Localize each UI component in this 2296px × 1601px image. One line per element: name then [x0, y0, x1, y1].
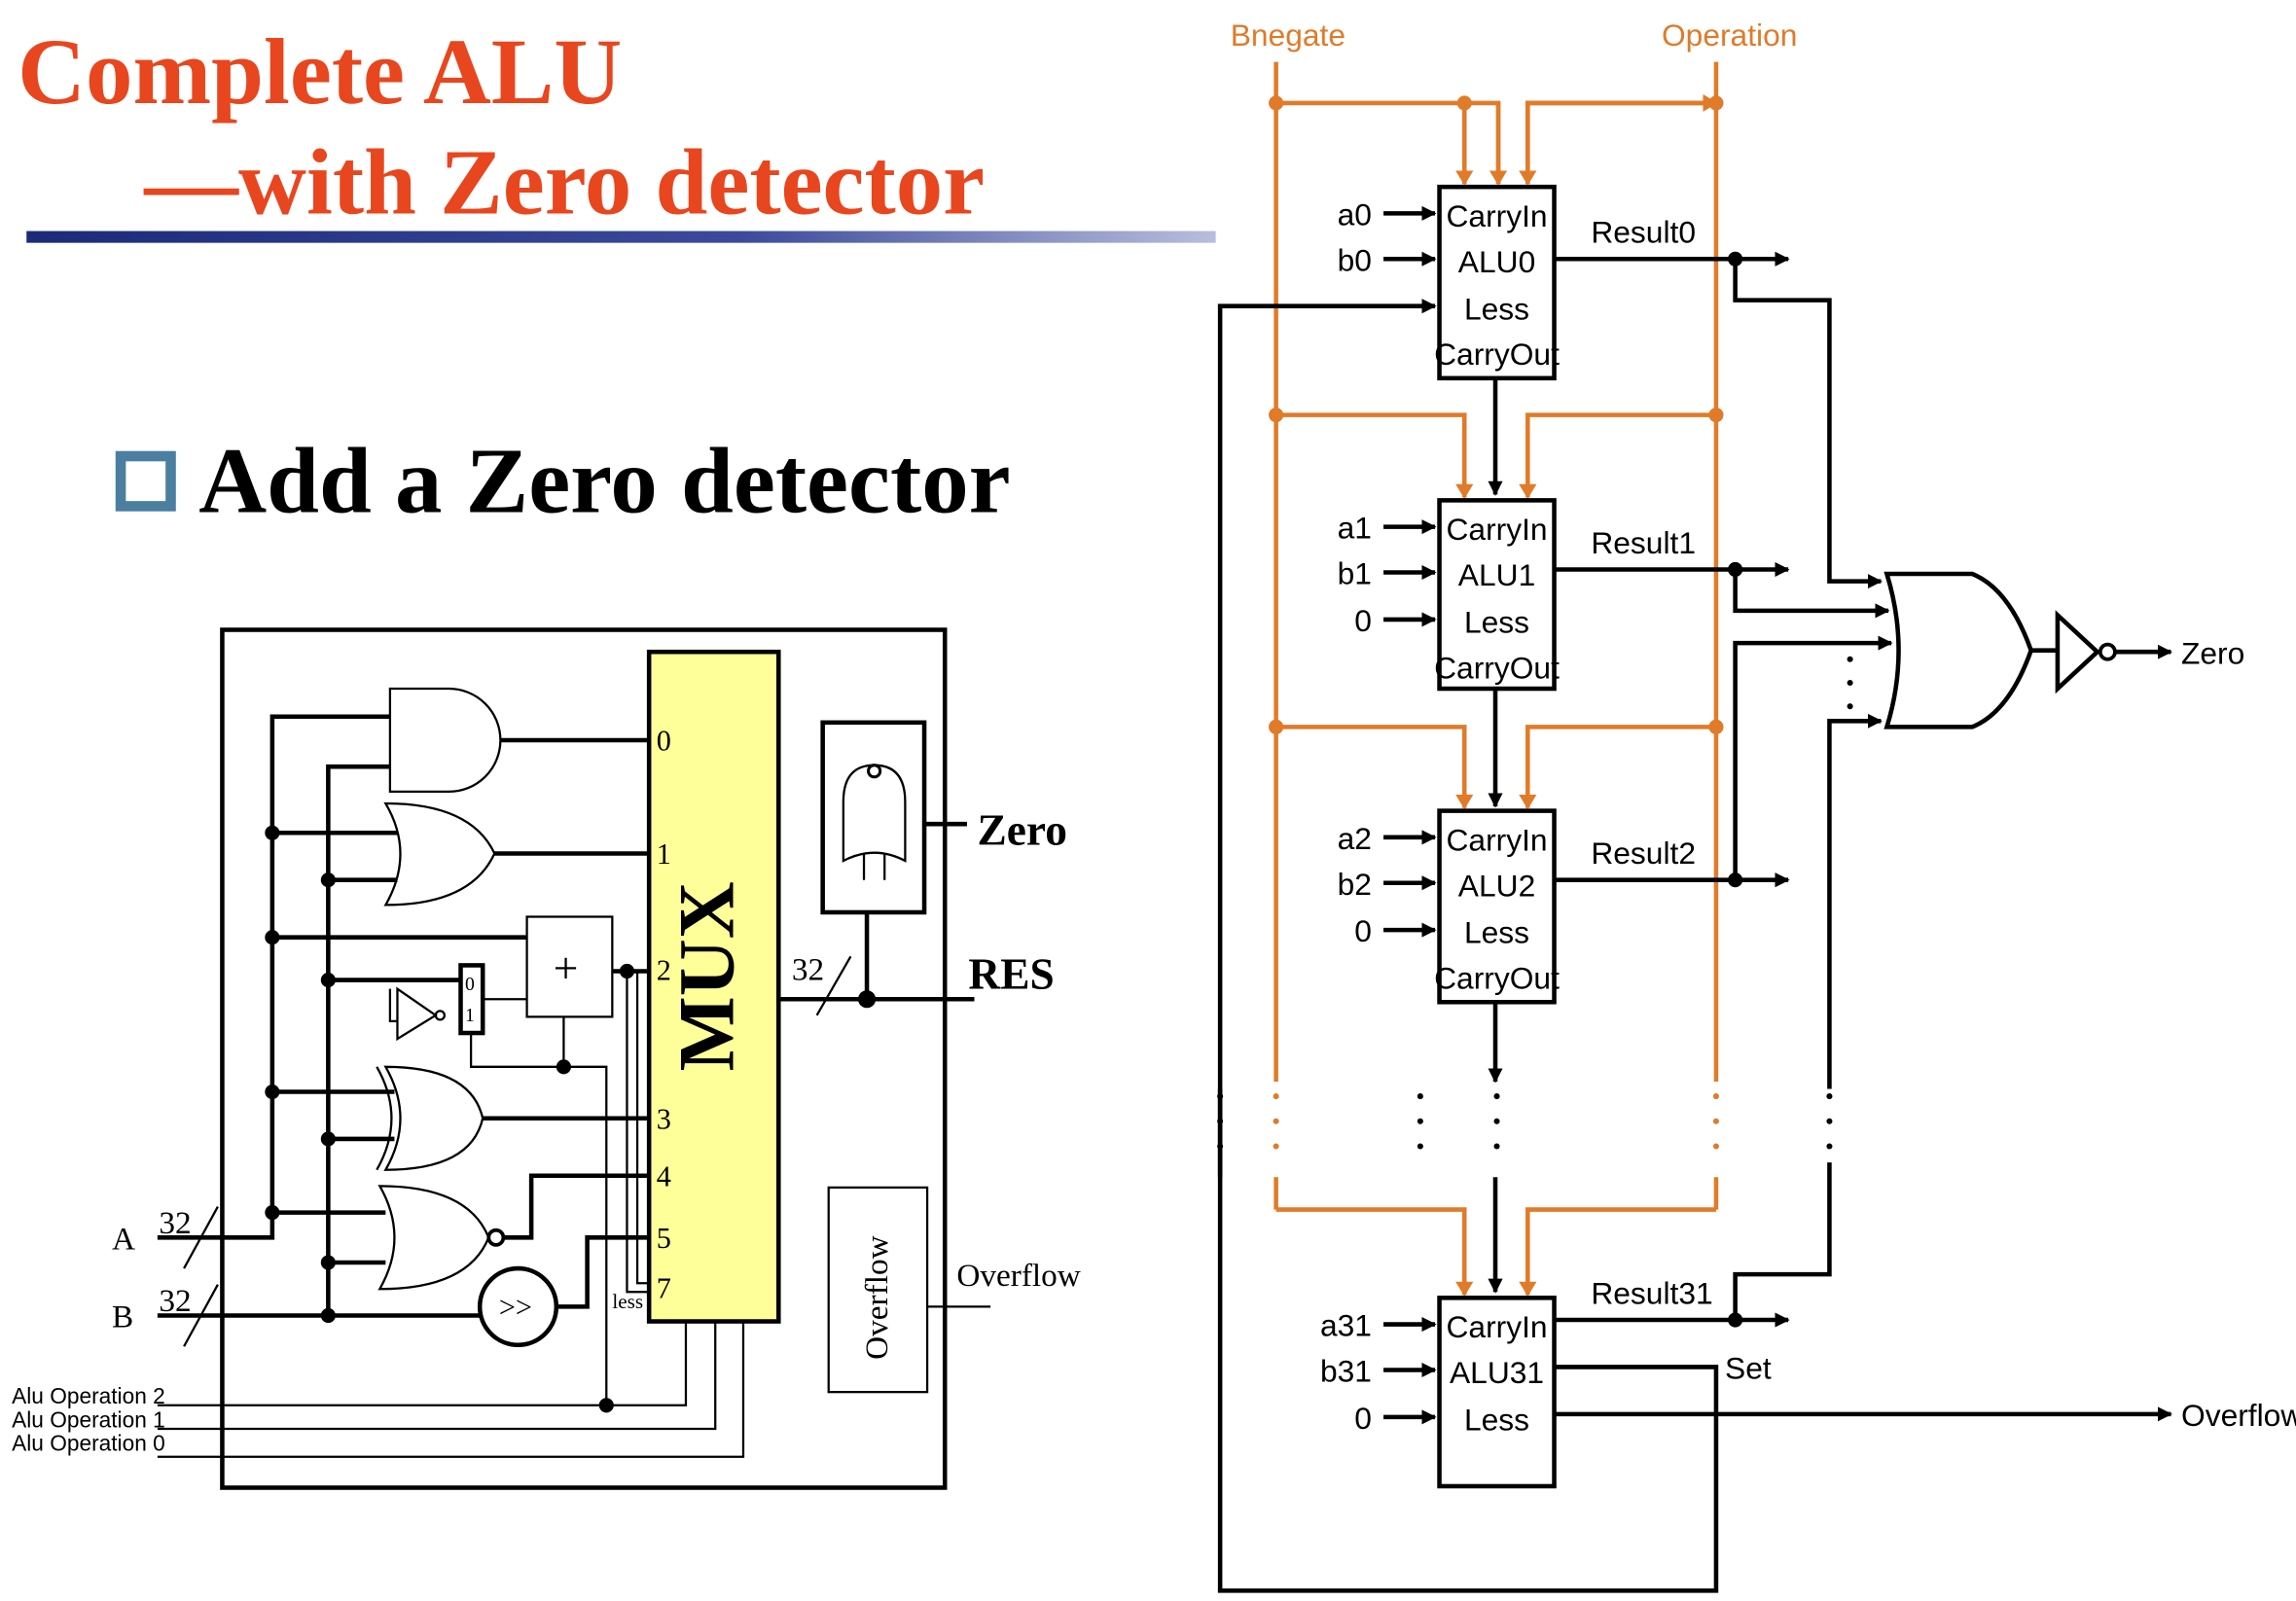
- shift-label: >>: [499, 1291, 532, 1324]
- alu-box: [1437, 808, 1557, 1005]
- alu-box: [1437, 498, 1557, 692]
- shift-block: [477, 1265, 559, 1348]
- junction-dot: [1728, 1312, 1743, 1328]
- nor-gate-zero-icon: [842, 764, 907, 880]
- result-label: Result0: [1591, 215, 1696, 250]
- junction-dot: [1728, 872, 1743, 888]
- bus-b: [157, 764, 481, 1318]
- mux-input-0: 0: [657, 725, 671, 758]
- zero-output-label: Zero: [2181, 635, 2244, 670]
- mux-input-7: 7: [657, 1271, 671, 1304]
- alu-port-label: CarryIn: [1446, 198, 1547, 233]
- alu-input-label: 0: [1354, 603, 1372, 638]
- inverter-icon: [388, 986, 438, 1042]
- mux-input-3: 3: [657, 1102, 671, 1135]
- alu-box: [1437, 184, 1557, 381]
- nor-gate-icon: [377, 1185, 490, 1291]
- alu-input-label: a1: [1338, 511, 1372, 546]
- alu-port-label: Less: [1464, 605, 1529, 640]
- or-gate-icon: [383, 801, 496, 907]
- alu-port-label: CarryOut: [1434, 650, 1560, 685]
- alu-port-label: CarryIn: [1446, 822, 1547, 857]
- alu-input-label: a2: [1338, 821, 1372, 856]
- alu-port-label: CarryOut: [1434, 337, 1560, 372]
- less-label: less: [612, 1290, 643, 1313]
- alu-input-label: a0: [1338, 196, 1372, 231]
- junction-dot: [1728, 561, 1743, 578]
- adder-plus: +: [554, 944, 579, 993]
- ripple-carry-alu-diagram: Bnegate Operation Set Zero: [1217, 18, 2296, 1593]
- res-label: RES: [968, 950, 1054, 999]
- alu-outer-box: [220, 627, 948, 1490]
- inner-mux-1: 1: [465, 1005, 475, 1026]
- bnegate-label: Bnegate: [1231, 18, 1345, 53]
- alu-port-label: ALU0: [1458, 244, 1535, 279]
- bullet-square-icon: [115, 450, 176, 512]
- input-b-label: B: [112, 1299, 133, 1335]
- alu-input-label: b1: [1338, 556, 1372, 591]
- title-line-2: —with Zero detector: [143, 129, 985, 233]
- overflow-label: Overflow: [956, 1258, 1080, 1294]
- zero-label: Zero: [978, 805, 1067, 854]
- overflow-output-label: Overflow: [2181, 1398, 2296, 1433]
- bullet-text: Add a Zero detector: [198, 428, 1010, 532]
- buffer-icon: [2055, 610, 2101, 694]
- bus-a: [157, 714, 527, 1240]
- alu-input-label: b31: [1320, 1354, 1372, 1389]
- operation-label: Operation: [1662, 18, 1797, 53]
- xor-gate-icon: [376, 1065, 484, 1171]
- alu-operation-1-label: Alu Operation 1: [12, 1406, 165, 1432]
- or-gate-zero-icon: [1883, 571, 2034, 729]
- mux-input-4: 4: [657, 1159, 671, 1192]
- result-label: Result2: [1591, 836, 1696, 871]
- mux-input-5: 5: [657, 1222, 671, 1255]
- alu-port-label: ALU1: [1458, 557, 1535, 592]
- alu-operation-0-label: Alu Operation 0: [12, 1431, 165, 1456]
- alu-port-label: CarryOut: [1434, 961, 1560, 996]
- alu-input-label: 0: [1354, 1401, 1372, 1436]
- alu-port-label: Less: [1464, 291, 1529, 326]
- overflow-box-label: Overflow: [859, 1235, 895, 1359]
- bus-a-width: 32: [159, 1205, 191, 1241]
- alu-bit-diagram: MUX 0 1 2 3 4 5 7 + 0 1: [12, 627, 1081, 1490]
- title-line-1: Complete ALU: [18, 19, 622, 124]
- alu-operation-lines: [157, 1321, 745, 1458]
- alu-input-label: a31: [1320, 1308, 1372, 1343]
- mux-label: MUX: [662, 881, 750, 1071]
- adder-block: [525, 915, 614, 1018]
- mux-input-2: 2: [657, 954, 671, 987]
- alu-port-label: ALU2: [1458, 868, 1535, 903]
- alu-input-label: 0: [1354, 913, 1372, 948]
- result-label: Result31: [1591, 1275, 1712, 1310]
- input-a-label: A: [112, 1221, 135, 1257]
- inner-mux-0: 0: [465, 974, 475, 995]
- result-label: Result1: [1591, 525, 1696, 560]
- title-underline: [26, 231, 1216, 243]
- junction-dot: [1728, 251, 1743, 267]
- alu-operation-2-label: Alu Operation 2: [12, 1383, 165, 1408]
- and-gate-icon: [388, 687, 502, 794]
- alu-port-label: Less: [1464, 1402, 1529, 1437]
- alu-port-label: CarryIn: [1446, 512, 1547, 547]
- alu-port-label: CarryIn: [1446, 1309, 1547, 1344]
- alu-box: [1437, 1296, 1557, 1489]
- alu-input-label: b2: [1338, 867, 1372, 902]
- alu-port-label: Less: [1464, 915, 1529, 950]
- overflow-box: [827, 1186, 929, 1394]
- alu-input-label: b0: [1338, 242, 1372, 277]
- output-width: 32: [792, 952, 824, 988]
- mux-input-1: 1: [657, 837, 671, 871]
- mux-block: [646, 649, 781, 1324]
- zero-detector-box: [820, 720, 927, 915]
- set-feedback-line: [1217, 299, 1719, 1593]
- bus-b-width: 32: [159, 1283, 191, 1319]
- set-label: Set: [1725, 1351, 1772, 1386]
- alu-port-label: ALU31: [1450, 1355, 1544, 1390]
